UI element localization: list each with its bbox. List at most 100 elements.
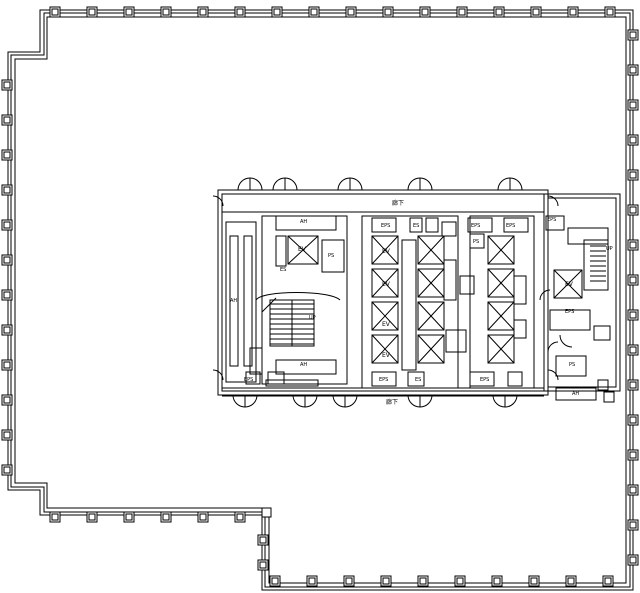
ev-label-6: EV [565,281,574,288]
perimeter-column-core [4,327,10,333]
wc-room [444,260,456,300]
perimeter-column-core [630,172,636,178]
exterior-wall-mid [11,13,630,587]
door-swing [510,178,522,190]
perimeter-column [418,576,428,586]
perimeter-column [628,555,638,565]
eps-box [504,218,528,232]
eps-room [550,310,590,330]
perimeter-column-core [630,452,636,458]
eps-label-4: EPS [547,217,556,223]
ev-label-5: EV [298,246,307,253]
es-box [426,218,438,232]
perimeter-column [628,100,638,110]
perimeter-column-core [200,514,206,520]
door-swing [560,335,572,347]
perimeter-column [628,30,638,40]
elevator-car [418,302,444,330]
ah-room [556,388,596,400]
perimeter-column [383,7,393,17]
perimeter-column [2,80,12,90]
door-swing [548,196,558,206]
perimeter-column-core [260,537,266,543]
perimeter-column [628,520,638,530]
ps-label-left: PS [328,253,334,259]
perimeter-column-core [422,9,428,15]
perimeter-column [2,185,12,195]
perimeter-column [628,345,638,355]
left-shaft-inner [230,236,238,366]
perimeter-column-core [605,578,611,584]
elevator-small [288,236,318,264]
bench [266,380,318,386]
perimeter-column [628,450,638,460]
perimeter-column [2,255,12,265]
small-box-2 [604,392,614,402]
perimeter-column [346,7,356,17]
es-box [408,372,424,386]
up-label-2: UP [309,315,316,321]
perimeter-column [161,512,171,522]
perimeter-column [628,170,638,180]
elevator-right [554,270,582,298]
perimeter-column [628,205,638,215]
eps-box [468,218,492,232]
perimeter-column-core [533,9,539,15]
perimeter-column-core [459,9,465,15]
ev-label-4: EV [382,352,391,359]
perimeter-column [381,576,391,586]
ev-label-1: EV [382,248,391,255]
perimeter-column-core [52,9,58,15]
perimeter-column [2,430,12,440]
perimeter-column-core [346,578,352,584]
perimeter-column [628,275,638,285]
ah-room-bottom [276,360,336,374]
perimeter-column-core [272,578,278,584]
door-swing [408,178,420,190]
perimeter-column-core [4,292,10,298]
toilet [594,326,610,340]
ps-box [322,240,344,272]
door-swing [305,395,317,407]
perimeter-column [87,512,97,522]
wc-room-3 [446,330,466,352]
core-right-wing [544,194,620,391]
eps-label-7: EPS [480,377,489,383]
perimeter-column-core [568,578,574,584]
ah-room-top [276,216,336,230]
perimeter-column [628,415,638,425]
eps-box [546,216,564,230]
door-swing [408,395,420,407]
perimeter-column [628,65,638,75]
es-label-3: ES [415,377,421,383]
corner-column [262,508,271,517]
perimeter-column-core [311,9,317,15]
perimeter-column [124,7,134,17]
perimeter-column [161,7,171,17]
perimeter-column-core [630,102,636,108]
perimeter-column-core [89,514,95,520]
perimeter-column [628,380,638,390]
perimeter-column-core [420,578,426,584]
door-swing [245,395,257,407]
perimeter-column-core [4,362,10,368]
perimeter-column [529,576,539,586]
elevator-car-cross [372,335,398,363]
elevator-car-cross [488,269,514,297]
perimeter-column [492,576,502,586]
perimeter-column-core [494,578,500,584]
wc-room-4 [514,276,526,304]
elevator-lobby [402,240,416,370]
door-swing [498,178,510,190]
perimeter-column [270,576,280,586]
ah-label-top: AH [300,219,307,225]
perimeter-column [457,7,467,17]
perimeter-column-core [570,9,576,15]
ps-box [470,234,484,248]
perimeter-column [2,220,12,230]
small-box [598,380,608,390]
door-swing [250,178,262,190]
elevator-car-cross [488,335,514,363]
elevator-car-cross [418,236,444,264]
elevator-car [372,302,398,330]
